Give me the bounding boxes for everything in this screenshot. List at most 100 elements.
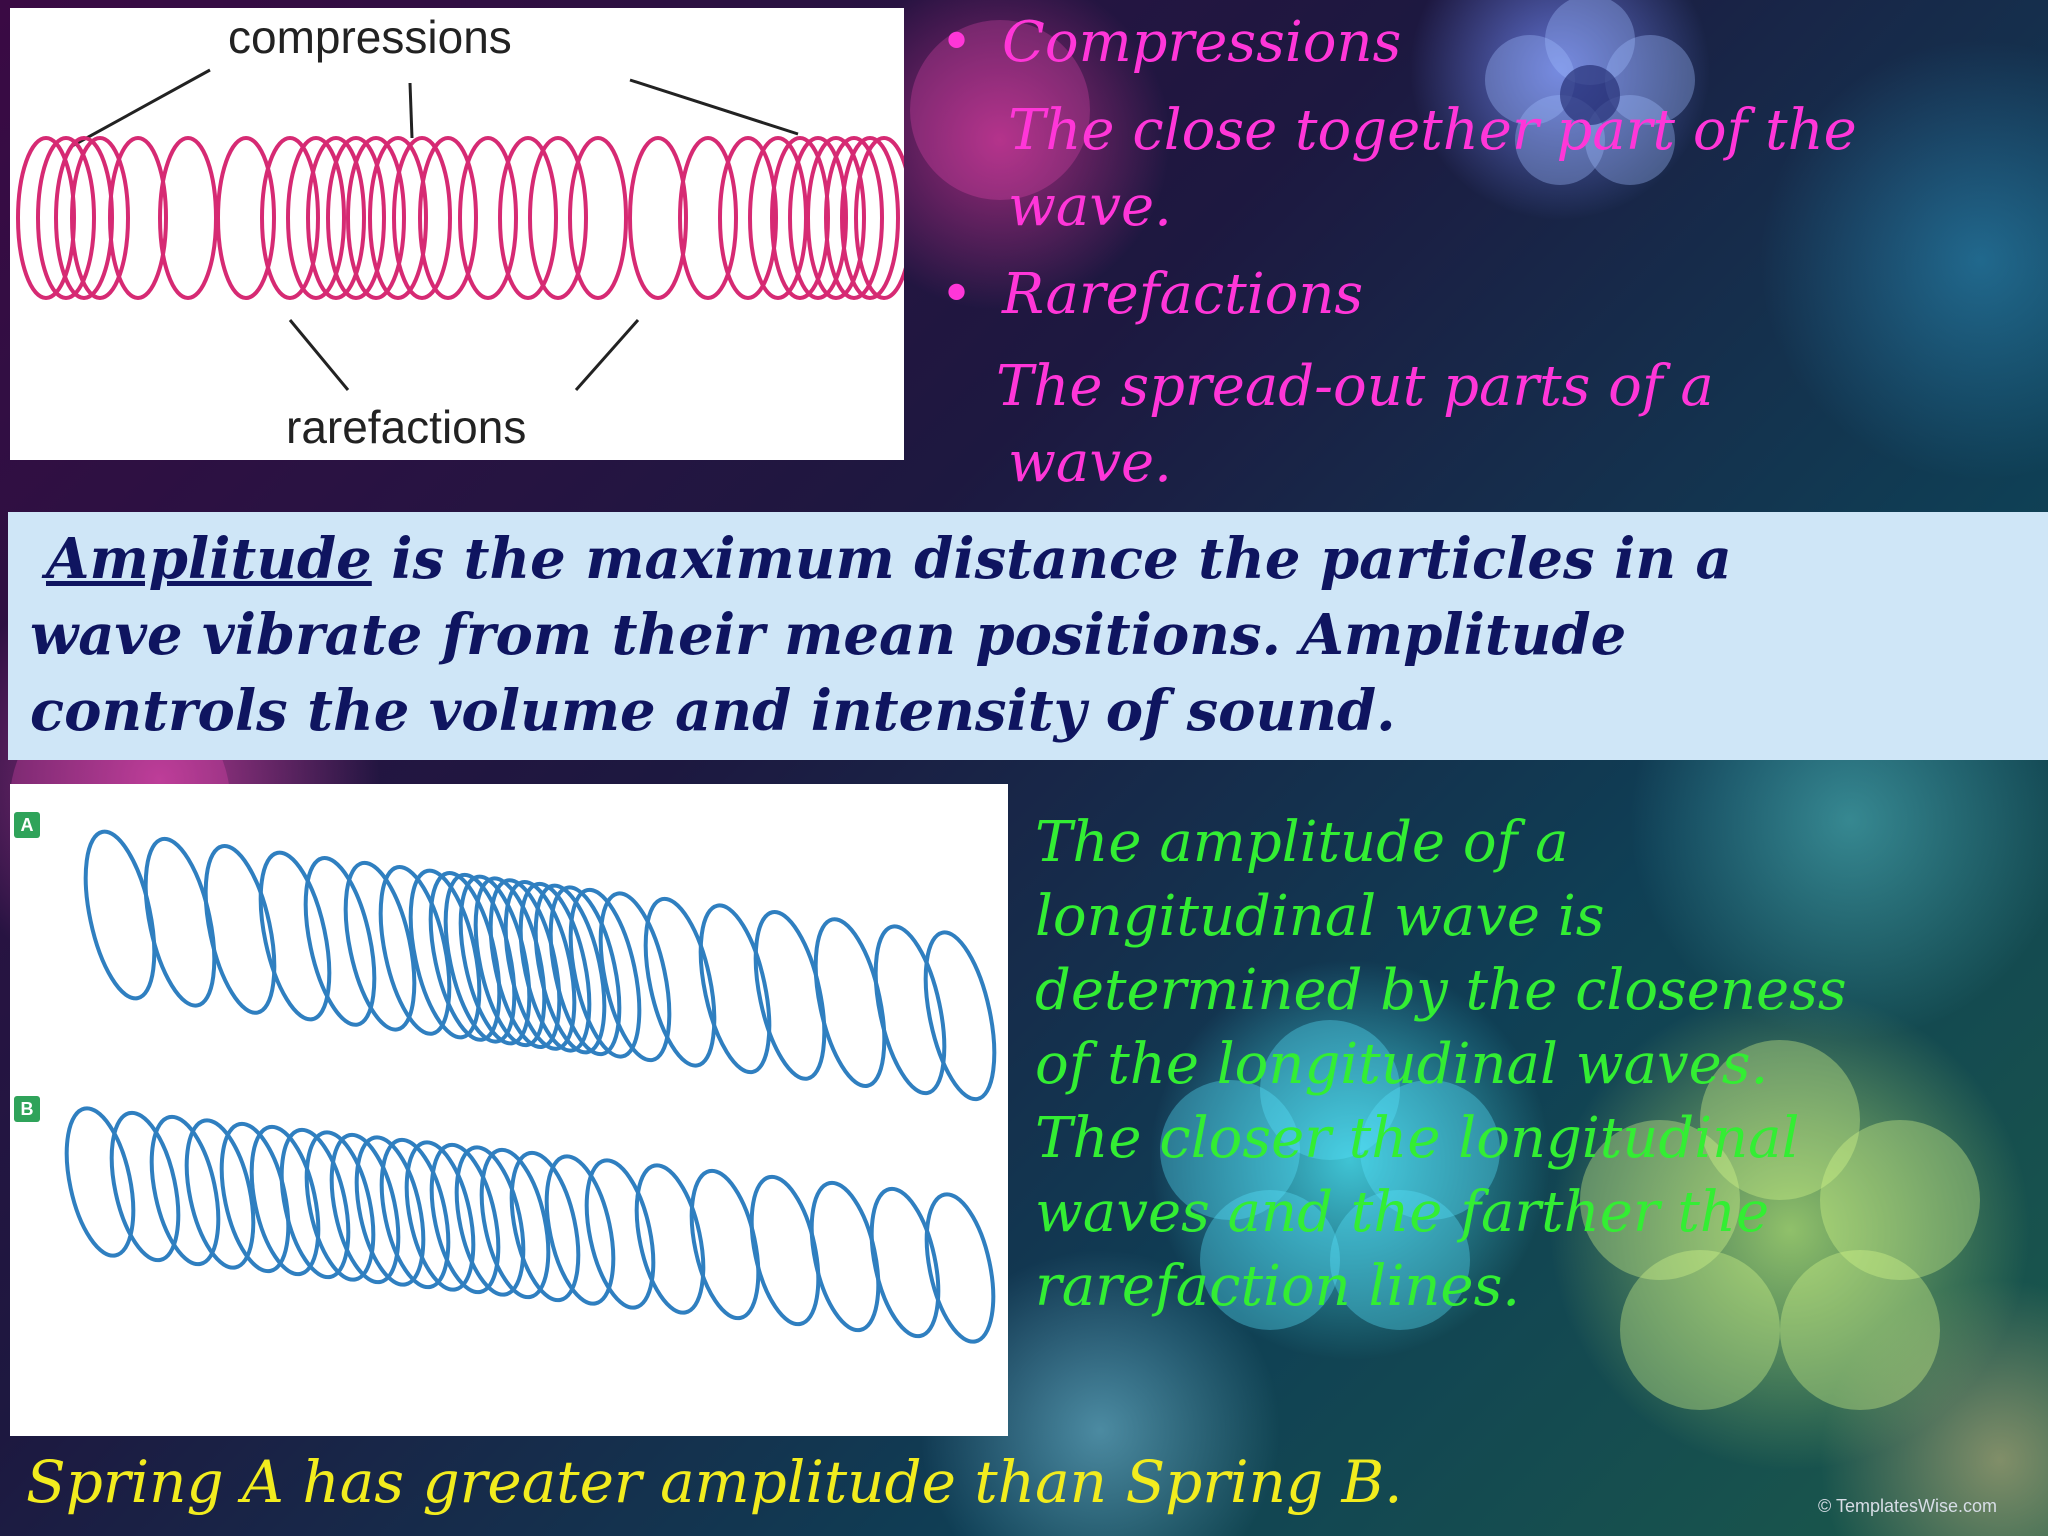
definition-text: is the maximum distance the particles in… [371, 526, 1732, 592]
spring-b-coil [454, 1145, 526, 1297]
spring-a-coil [143, 836, 217, 1008]
springs-figure: A B [10, 784, 1008, 1436]
spring-a-coil [813, 917, 887, 1088]
spring-a-coil [488, 878, 562, 1049]
coil-loop [286, 136, 346, 300]
coil-loop [36, 136, 96, 300]
coil-loop [70, 136, 130, 300]
coil-loop [108, 136, 168, 300]
coil-loop [568, 136, 628, 300]
spring-b-coil [584, 1158, 656, 1310]
coil-loop [346, 136, 406, 300]
spring-a-coil [873, 924, 947, 1096]
blue-springs-diagram [64, 829, 997, 1344]
spring-a-coil [443, 872, 517, 1044]
spring-a-coil [458, 874, 532, 1046]
coil-loop [306, 136, 366, 300]
spring-b-coil [544, 1154, 616, 1306]
pointer-line [408, 82, 414, 139]
explanation-line: determined by the closeness [1035, 958, 1847, 1023]
pointer-line [574, 319, 640, 391]
spring-a-coil [378, 865, 452, 1036]
spring-a-coil [258, 850, 332, 1022]
coil-loop [840, 136, 900, 300]
coil-loop [788, 136, 848, 300]
spring-a-coil [503, 880, 577, 1051]
explanation-line: The amplitude of a [1035, 810, 1569, 875]
coil-loop [806, 136, 866, 300]
coil-loop [498, 136, 558, 300]
pointer-line [71, 68, 211, 148]
spring-b-coil [279, 1127, 351, 1280]
rarefactions-label: rarefactions [286, 401, 527, 453]
spring-a-coil [408, 868, 482, 1040]
compressions-label: compressions [228, 11, 512, 63]
coil-loop [628, 136, 688, 300]
spring-b-coil [304, 1130, 376, 1282]
coil-loop [326, 136, 386, 300]
spring-a-coil [83, 829, 157, 1001]
spring-a-coil [923, 930, 997, 1102]
spring-b-coil [634, 1163, 706, 1315]
spring-b-coil [509, 1150, 581, 1303]
spring-a-badge: A [14, 812, 40, 838]
compressions-description-line: wave. [1008, 174, 1172, 239]
spring-a-coil [643, 896, 717, 1068]
compression-rarefaction-figure: compressions rarefactions [10, 8, 904, 460]
coil-loop [854, 136, 904, 300]
spring-b-coil [379, 1137, 451, 1290]
coil-loop [260, 136, 320, 300]
explanation-line: of the longitudinal waves. [1035, 1032, 1769, 1097]
coil-loop [678, 136, 738, 300]
pink-coil-diagram [16, 68, 904, 391]
spring-a-coil [518, 881, 592, 1053]
spring-b-coil [354, 1135, 426, 1287]
spring-b-coil [64, 1106, 136, 1258]
spring-a-coil [203, 844, 277, 1015]
compressions-heading: Compressions [1002, 10, 1402, 75]
spring-b-coil [149, 1114, 221, 1267]
spring-a-coil [303, 856, 377, 1027]
spring-b-coil [329, 1132, 401, 1285]
explanation-line: waves and the farther the [1035, 1180, 1770, 1245]
template-credit: © TemplatesWise.com [1818, 1496, 1997, 1516]
spring-b-coil [404, 1140, 476, 1292]
spring-b-coil [479, 1147, 551, 1300]
coil-loop [718, 136, 778, 300]
amplitude-term: Amplitude [46, 526, 372, 592]
spring-a-coil [533, 883, 607, 1055]
spring-b-coil [924, 1192, 996, 1344]
spring-b-coil [429, 1142, 501, 1295]
definition-line: Amplitude is the maximum distance the pa… [46, 526, 1732, 592]
definition-line: controls the volume and intensity of sou… [30, 678, 1396, 744]
spring-a-coil [428, 871, 502, 1042]
rarefactions-heading: Rarefactions [1002, 262, 1364, 327]
rarefactions-description-line: wave. [1008, 430, 1172, 495]
coil-loop [158, 136, 218, 300]
coil-loop [392, 136, 452, 300]
coil-loop [528, 136, 588, 300]
spring-b-coil [869, 1186, 941, 1339]
spring-a-coil [343, 860, 417, 1032]
pointer-line [288, 319, 350, 391]
coil-loop [368, 136, 428, 300]
spring-b-coil [184, 1118, 256, 1270]
spring-a-coil [568, 887, 642, 1059]
pointer-line [629, 78, 799, 136]
explanation-line: rarefaction lines. [1035, 1254, 1521, 1319]
bullet: • [940, 262, 974, 327]
compressions-description-line: The close together part of the [1008, 98, 1857, 163]
spring-a-coil [598, 891, 672, 1063]
explanation-line: longitudinal wave is [1035, 884, 1605, 949]
explanation-line: The closer the longitudinal [1035, 1106, 1800, 1171]
bullet: • [940, 10, 974, 75]
coil-loop [458, 136, 518, 300]
coil-loop [824, 136, 884, 300]
spring-b-coil [249, 1124, 321, 1277]
amplitude-definition-band: Amplitude is the maximum distance the pa… [8, 512, 2048, 760]
caption: Spring A has greater amplitude than Spri… [26, 1448, 1403, 1516]
coil-loop [216, 136, 276, 300]
spring-a-coil [473, 876, 547, 1048]
coil-loop [418, 136, 478, 300]
